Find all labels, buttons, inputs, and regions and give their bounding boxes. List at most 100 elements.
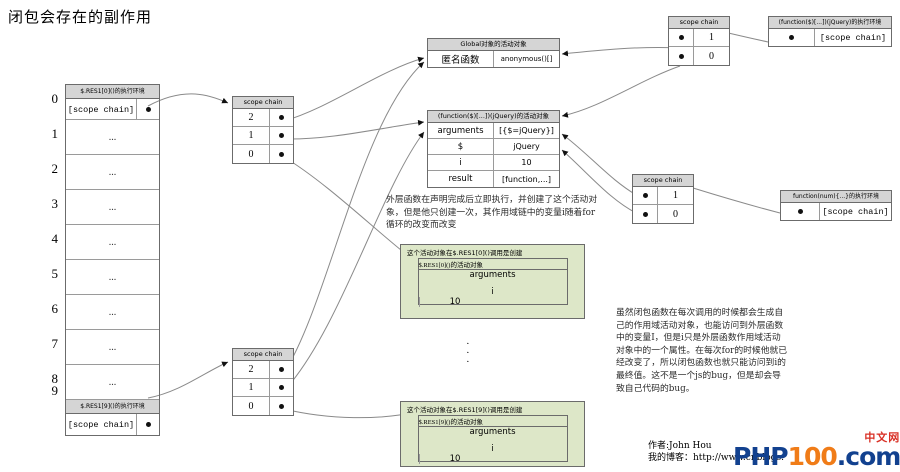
scope-chain-right-mid-row-0[interactable]: 0: [633, 205, 693, 223]
scope-chain-top-pointer-2[interactable]: [269, 109, 293, 126]
vertical-ellipsis-dot-2: ·: [466, 347, 470, 359]
scope-chain-bottom-row-2[interactable]: 2: [233, 361, 293, 379]
stack-index-6: 6: [51, 301, 59, 316]
iife-row-result[interactable]: result [function,...]: [428, 171, 559, 187]
pointer-dot-icon: [678, 35, 684, 40]
stack-slot-0-pointer[interactable]: [136, 99, 159, 120]
stack-index-4: 4: [51, 231, 59, 246]
closure-execution-context-label: [scope chain]: [819, 203, 891, 220]
iife-row-i[interactable]: i 10: [428, 155, 559, 171]
watermark: 中文网 PHP100.com: [733, 431, 900, 469]
green-last-row-i[interactable]: i 10: [418, 444, 567, 464]
watermark-com: .com: [836, 442, 900, 471]
scope-chain-right-top-header: scope chain: [669, 17, 729, 29]
scope-chain-right-mid: scope chain 1 0: [632, 174, 694, 224]
green-panel-first-call-table: $.RES1[0]()的活动对象 arguments i 10: [417, 258, 568, 307]
green-panel-last-call-caption: 这个活动对象在$.RES1[9]()调用是创建: [407, 406, 523, 414]
iife-value-i: 10: [493, 155, 559, 170]
scope-chain-top-index-2: 2: [248, 112, 254, 123]
scope-chain-top-row-0[interactable]: 0: [233, 145, 293, 163]
scope-chain-bottom-index-1: 1: [248, 382, 254, 393]
stack-index-8: 8: [51, 371, 59, 386]
green-first-key-i: i: [491, 287, 494, 297]
stack-slot-9[interactable]: $.RES1[9]()的执行环境 [scope chain]: [66, 400, 159, 435]
scope-chain-right-top: scope chain 1 0: [668, 16, 730, 66]
iife-activation-object-header: (function($)[...])(jQuery)的活动对象: [428, 111, 559, 123]
iife-value-arguments: [{$=jQuery}]: [493, 123, 559, 138]
scope-chain-bottom-row-0[interactable]: 0: [233, 397, 293, 415]
iife-row-arguments[interactable]: arguments [{$=jQuery}]: [428, 123, 559, 139]
stack-slot-7: ...: [66, 330, 159, 365]
stack-slot-0-header: $.RES1[0]()的执行环境: [66, 85, 159, 99]
page-title: 闭包会存在的副作用: [8, 8, 153, 26]
scope-chain-bottom: scope chain 2 1 0: [232, 348, 294, 416]
watermark-100: 100: [787, 442, 838, 471]
scope-chain-right-mid-header: scope chain: [633, 175, 693, 187]
iife-row-dollar[interactable]: $ jQuery: [428, 139, 559, 155]
scope-chain-top-index-0: 0: [248, 148, 254, 160]
pointer-dot-icon: [797, 209, 803, 214]
green-panel-last-call: 这个活动对象在$.RES1[9]()调用是创建 $.RES1[9]()的活动对象…: [400, 401, 585, 467]
pointer-dot-icon: [279, 403, 284, 409]
author-blog: 我的博客：http://www.cnblogs.: [648, 453, 784, 463]
stack-slot-2: ...: [66, 155, 159, 190]
note-closure-explanation: 虽然闭包函数在每次调用的时候都会生成自己的作用域活动对象，也能访问到外层函数中的…: [616, 308, 788, 394]
watermark-logo: PHP100.com: [733, 444, 900, 469]
scope-chain-bottom-header: scope chain: [233, 349, 293, 361]
pointer-dot-icon: [279, 133, 284, 138]
scope-chain-right-mid-index-0: 0: [657, 205, 693, 223]
closure-execution-context-header: function(num){...}的执行环境: [781, 191, 891, 203]
green-last-key-arguments: arguments: [469, 427, 516, 437]
iife-key-i: i: [459, 157, 462, 168]
scope-chain-bottom-index-2: 2: [248, 364, 254, 375]
scope-chain-right-top-index-1: 1: [693, 29, 729, 46]
scope-chain-right-top-row-0[interactable]: 0: [669, 47, 729, 65]
scope-chain-right-mid-row-1[interactable]: 1: [633, 187, 693, 205]
green-first-row-arguments[interactable]: arguments: [419, 270, 567, 287]
stack-index-1: 1: [51, 126, 59, 141]
green-last-value-i: 10: [418, 454, 491, 464]
stack-slot-6: ...: [66, 295, 159, 330]
scope-chain-right-mid-pointer-0[interactable]: [633, 205, 657, 223]
scope-chain-top-pointer-1[interactable]: [269, 127, 293, 144]
iife-execution-context-pointer[interactable]: [769, 29, 814, 46]
stack-slot-8: ...: [66, 365, 159, 400]
stack-slot-9-pointer[interactable]: [136, 414, 159, 435]
closure-execution-context-pointer[interactable]: [781, 203, 819, 220]
scope-chain-top-index-1: 1: [248, 130, 254, 141]
scope-chain-right-top-row-1[interactable]: 1: [669, 29, 729, 47]
iife-execution-context-row[interactable]: [scope chain]: [769, 29, 891, 46]
global-activation-object-row[interactable]: 匿名函数 anonymous()[]: [428, 51, 559, 67]
green-first-row-i[interactable]: i 10: [418, 287, 567, 307]
scope-chain-top-row-2[interactable]: 2: [233, 109, 293, 127]
stack-slot-1: ...: [66, 120, 159, 155]
green-panel-first-call: 这个活动对象在$.RES1[0]()调用是创建 $.RES1[0]()的活动对象…: [400, 244, 585, 319]
note-outer-function: 外层函数在声明完成后立即执行，并创建了这个活动对象，但是他只创建一次，其作用域链…: [386, 195, 598, 231]
green-panel-first-call-caption: 这个活动对象在$.RES1[0]()调用是创建: [407, 249, 523, 257]
scope-chain-right-top-pointer-1[interactable]: [669, 29, 693, 46]
green-last-row-arguments[interactable]: arguments: [419, 427, 567, 444]
stack-slot-5: ...: [66, 260, 159, 295]
pointer-dot-icon: [789, 35, 794, 40]
scope-chain-bottom-pointer-0[interactable]: [269, 397, 293, 415]
iife-value-dollar: jQuery: [493, 139, 559, 154]
stack-index-7: 7: [51, 336, 59, 351]
scope-chain-bottom-row-1[interactable]: 1: [233, 379, 293, 397]
scope-chain-right-mid-index-1: 1: [657, 187, 693, 204]
stack-slot-0[interactable]: $.RES1[0]()的执行环境 [scope chain]: [66, 85, 159, 120]
global-activation-object-header: Global对象的活动对象: [428, 39, 559, 51]
scope-chain-top-pointer-0[interactable]: [269, 145, 293, 163]
green-first-key-arguments: arguments: [469, 270, 516, 280]
iife-key-arguments: arguments: [437, 125, 484, 136]
scope-chain-bottom-pointer-1[interactable]: [269, 379, 293, 396]
pointer-dot-icon: [678, 53, 684, 59]
scope-chain-top-row-1[interactable]: 1: [233, 127, 293, 145]
scope-chain-top: scope chain 2 1 0: [232, 96, 294, 164]
scope-chain-right-top-pointer-0[interactable]: [669, 47, 693, 65]
closure-execution-context-row[interactable]: [scope chain]: [781, 203, 891, 220]
stack-index-5: 5: [51, 266, 59, 281]
closure-execution-context: function(num){...}的执行环境 [scope chain]: [780, 190, 892, 221]
scope-chain-bottom-pointer-2[interactable]: [269, 361, 293, 378]
scope-chain-right-mid-pointer-1[interactable]: [633, 187, 657, 204]
stack-index-0: 0: [51, 91, 59, 106]
